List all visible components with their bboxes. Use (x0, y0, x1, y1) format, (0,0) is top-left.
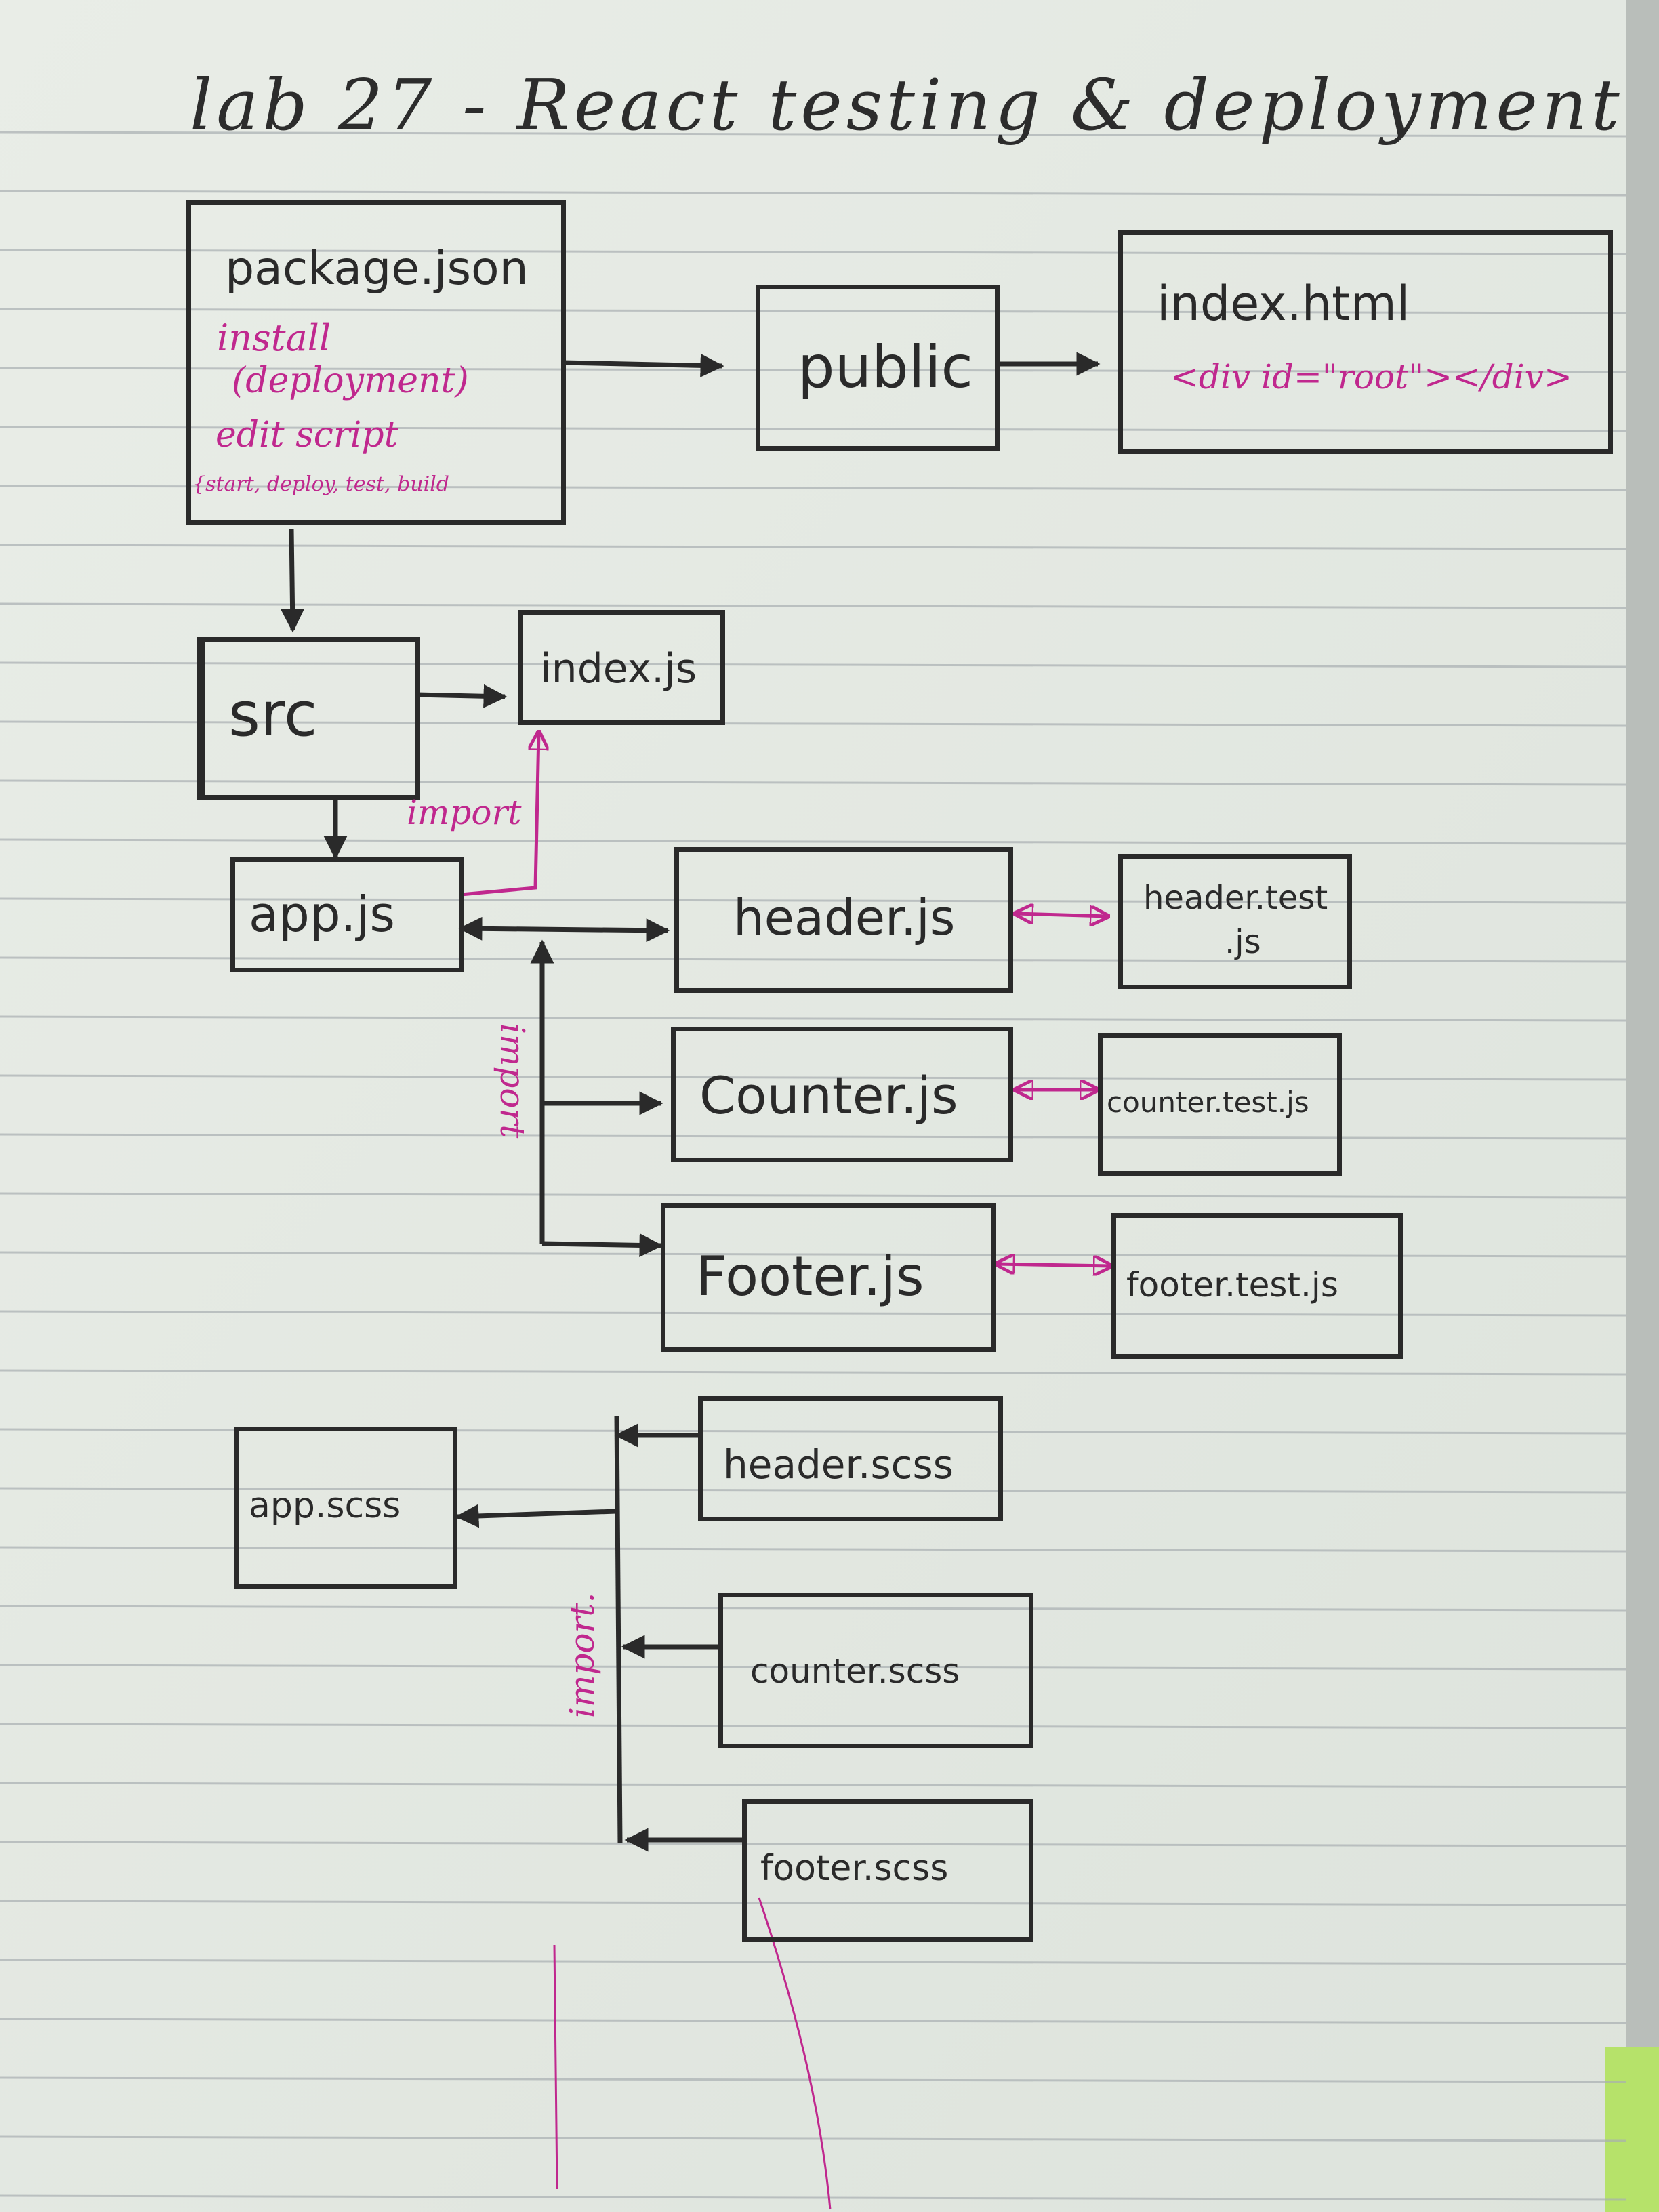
ruled-line (0, 308, 1627, 314)
edge-src-indexjs (416, 684, 508, 708)
import-note-top: import (407, 793, 522, 832)
header-scss-box: header.scss (698, 1396, 1003, 1521)
ruled-line (0, 2018, 1627, 2024)
edit-script-note: edit script (216, 415, 398, 455)
counter-scss-label: counter.scss (750, 1652, 960, 1691)
header-js-box: header.js (674, 847, 1013, 993)
page-title: lab 27 - React testing & deployment (190, 64, 1624, 146)
index-js-label: index.js (540, 645, 697, 693)
footer-js-label: Footer.js (696, 1245, 924, 1308)
ruled-line (0, 426, 1627, 432)
app-js-label: app.js (249, 886, 395, 943)
ruled-line (0, 1841, 1627, 1847)
import-note-bottom: import. (562, 1592, 602, 1718)
edge-footerjs-footertest (996, 1264, 1111, 1266)
ruled-line (0, 249, 1627, 255)
ruled-line (0, 367, 1627, 373)
ruled-line (0, 1782, 1627, 1788)
counter-scss-box: counter.scss (718, 1593, 1033, 1748)
ruled-line (0, 779, 1627, 786)
import-note-side: import (493, 1023, 532, 1139)
green-tab (1605, 2047, 1659, 2212)
deployment-note: (deployment) (232, 361, 469, 401)
ruled-line (0, 131, 1627, 138)
ruled-line (0, 720, 1627, 727)
public-box: public (756, 285, 1000, 451)
footer-test-box: footer.test.js (1111, 1213, 1403, 1359)
app-scss-box: app.scss (234, 1427, 457, 1589)
ruled-line (0, 661, 1627, 668)
footer-scss-label: footer.scss (760, 1848, 949, 1889)
edge-trunk-appscss (455, 1504, 617, 1528)
root-div-note: <div id="root"></div> (1170, 357, 1572, 396)
src-box: src (197, 637, 420, 800)
ruled-line (0, 1664, 1627, 1671)
ruled-line (0, 1369, 1627, 1376)
ruled-line (0, 1310, 1627, 1317)
edge-appjs-indexjs-import (460, 732, 539, 897)
ruled-line (0, 1546, 1627, 1553)
edge-package-public (562, 353, 724, 377)
ruled-line (0, 1133, 1627, 1140)
ruled-line (0, 1015, 1627, 1022)
package-json-box: package.json install (deployment) edit s… (186, 200, 566, 525)
header-test-box: header.test .js (1118, 854, 1352, 989)
counter-js-label: Counter.js (699, 1065, 958, 1126)
footer-scss-box: footer.scss (742, 1799, 1033, 1942)
header-js-label: header.js (733, 889, 956, 946)
header-test-label-2: .js (1225, 923, 1261, 961)
ruled-line (0, 897, 1627, 904)
ruled-line (0, 1487, 1627, 1494)
header-scss-label: header.scss (723, 1441, 954, 1488)
footer-test-label: footer.test.js (1126, 1265, 1338, 1305)
edge-appjs-headerjs (458, 916, 670, 943)
ruled-line (0, 190, 1627, 197)
ruled-line (0, 1723, 1627, 1729)
counter-js-box: Counter.js (671, 1027, 1013, 1162)
edge-package-src (281, 528, 305, 633)
footer-js-box: Footer.js (661, 1203, 996, 1352)
src-label: src (228, 679, 318, 750)
ruled-line (0, 1074, 1627, 1081)
ruled-line (0, 956, 1627, 963)
edge-trunk-footerjs (541, 1233, 663, 1257)
ruled-lines (0, 131, 1627, 2201)
page-edge (1626, 0, 1659, 2212)
counter-test-label: counter.test.js (1107, 1086, 1309, 1119)
ruled-line (0, 485, 1627, 491)
public-label: public (798, 333, 973, 401)
ruled-line (0, 1251, 1627, 1258)
ruled-line (0, 1959, 1627, 1965)
ruled-line (0, 1605, 1627, 1612)
ruled-line (0, 544, 1627, 550)
counter-test-box: counter.test.js (1098, 1033, 1342, 1176)
ruled-line (0, 602, 1627, 609)
scripts-note: {start, deploy, test, build (192, 472, 449, 496)
index-html-box: index.html <div id="root"></div> (1118, 230, 1613, 454)
scss-trunk (614, 1416, 623, 1844)
header-test-label-1: header.test (1143, 879, 1328, 917)
ruled-line (0, 838, 1627, 845)
ruled-line (0, 2076, 1627, 2083)
install-note: install (217, 316, 331, 359)
index-html-label: index.html (1157, 276, 1410, 331)
ruled-line (0, 2194, 1627, 2201)
edge-headerjs-headertest (1015, 914, 1108, 916)
package-json-label: package.json (225, 242, 529, 295)
margin-line (553, 1944, 558, 2190)
ruled-line (0, 2135, 1627, 2142)
test-connectors (460, 732, 1111, 1266)
connectors (281, 352, 1101, 1852)
app-js-box: app.js (230, 857, 464, 972)
app-scss-label: app.scss (249, 1486, 401, 1526)
ruled-line (0, 1900, 1627, 1906)
index-js-box: index.js (518, 610, 725, 725)
ruled-line (0, 1192, 1627, 1199)
